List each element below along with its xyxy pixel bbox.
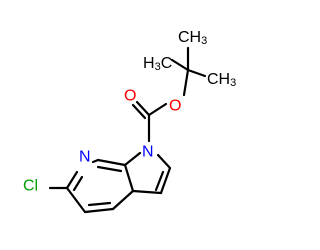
bond-c3a-ring-fusion (111, 189, 135, 211)
bond-quaternary-c-methyl-left (170, 58, 190, 72)
atom-oxygen-ester: O (169, 98, 181, 115)
atom-nitrogen-pyridine: N (79, 149, 91, 166)
bond-n6-c5-inner (72, 175, 84, 192)
atom-oxygen-carbonyl: O (124, 88, 136, 105)
atom-ch3-right: CH3 (207, 71, 236, 90)
bond-c2-c3 (159, 166, 172, 195)
bond-c7a-c7 (96, 158, 127, 167)
atom-nitrogen-pyrrole: N (142, 144, 154, 161)
bond-c7-n6 (91, 158, 100, 164)
bond-ester-o-carbonyl-c (147, 102, 168, 117)
bonds (48, 46, 207, 214)
atom-h3c-left: H3C (143, 55, 172, 74)
bond-carbonyl-double-a (135, 100, 151, 117)
bond-quaternary-c-ester-o (182, 68, 190, 97)
atom-ch3-top: CH3 (178, 29, 207, 48)
bond-c7a-n (123, 151, 142, 167)
atom-chlorine: Cl (23, 178, 38, 195)
bond-c3-c3a (131, 189, 163, 195)
atom-labels: H3C CH3 CH3 O O N N Cl (23, 29, 236, 195)
bond-quaternary-c-methyl-right (186, 68, 207, 78)
bond-n-c2 (156, 153, 172, 170)
bond-n6-c5 (65, 170, 79, 190)
chemical-structure: H3C CH3 CH3 O O N N Cl (23, 29, 236, 214)
bond-c2-c3-inner (154, 170, 165, 192)
bond-c4-c3a (83, 207, 115, 214)
bond-c7a-c7-inner (96, 165, 123, 173)
bond-c3a-c7a (123, 163, 135, 193)
bond-c4-c3a-inner (87, 201, 112, 207)
bond-c5-c4 (65, 186, 87, 214)
bond-carbonyl-double-b (131, 103, 147, 120)
